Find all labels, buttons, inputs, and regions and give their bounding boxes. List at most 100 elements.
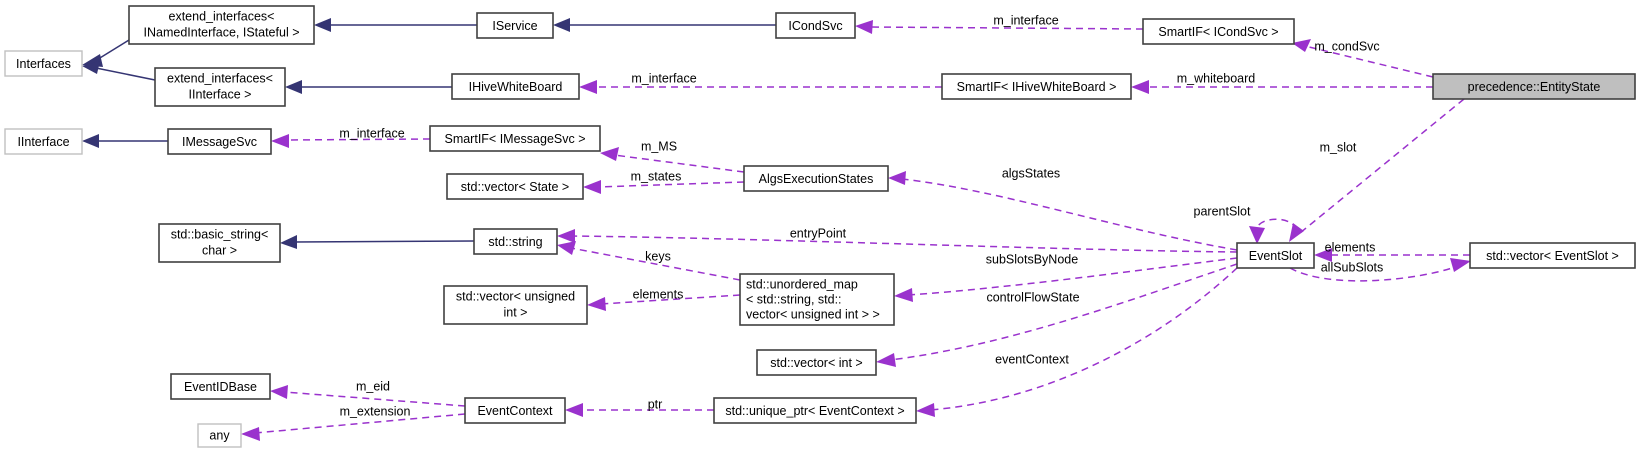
edge-extend-iface-to-interfaces	[82, 61, 156, 81]
edge-label-m-extension: m_extension	[340, 404, 411, 418]
node-smartif-imessagesvc[interactable]: SmartIF< IMessageSvc >	[429, 125, 601, 152]
node-vector-unsigned-int[interactable]: std::vector< unsigned int >	[443, 285, 588, 325]
edge-eventslot-to-unorderedmap	[894, 257, 1238, 302]
node-iservice[interactable]: IService	[476, 12, 554, 39]
node-vector-int[interactable]: std::vector< int >	[756, 349, 877, 376]
node-smartif-ihivewhiteboard[interactable]: SmartIF< IHiveWhiteBoard >	[941, 73, 1132, 100]
node-label-std-string: std::string	[488, 235, 542, 249]
edge-label-m-ms: m_MS	[641, 139, 677, 153]
node-iinterface[interactable]: IInterface	[4, 128, 83, 155]
edge-label-m-interface-hive: m_interface	[631, 71, 696, 85]
node-extend-interfaces-named[interactable]: extend_interfaces< INamedInterface, ISta…	[128, 5, 315, 45]
node-unique-ptr-eventcontext[interactable]: std::unique_ptr< EventContext >	[713, 397, 917, 424]
node-label-unique-ptr-eventcontext: std::unique_ptr< EventContext >	[725, 404, 904, 418]
edge-stdstring-to-basicstring	[280, 235, 475, 249]
node-label-unordered-map-line3: vector< unsigned int > >	[746, 307, 880, 321]
node-unordered-map[interactable]: std::unordered_map < std::string, std:: …	[739, 273, 895, 326]
edge-eventslot-to-uniqueptr-eventcontext	[916, 267, 1238, 417]
node-label-imessagesvc: IMessageSvc	[182, 135, 257, 149]
edge-vector-eventslot-to-eventslot	[1314, 248, 1470, 262]
node-eventidbase[interactable]: EventIDBase	[170, 373, 271, 400]
edge-label-m-interface-condsvc: m_interface	[993, 13, 1058, 27]
edge-label-m-condsvc: m_condSvc	[1314, 39, 1379, 53]
edge-algsexecutionstates-to-smartif-imessagesvc	[600, 147, 745, 173]
node-label-vector-state: std::vector< State >	[461, 180, 569, 194]
edge-uniqueptr-to-eventcontext	[565, 403, 714, 417]
node-label-eventidbase: EventIDBase	[184, 380, 257, 394]
edge-label-elements-eventslot: elements	[1325, 240, 1376, 254]
node-label-vector-uint-line1: std::vector< unsigned	[456, 289, 575, 303]
edge-labels: m_interface m_condSvc m_interface m_whit…	[339, 13, 1383, 418]
node-interfaces[interactable]: Interfaces	[4, 50, 83, 77]
edge-eventslot-self-parentslot	[1249, 218, 1297, 244]
node-label-smartif-imessagesvc: SmartIF< IMessageSvc >	[444, 132, 585, 146]
node-label-extend-iface-line2: IInterface >	[189, 87, 252, 101]
edge-entitystate-to-smartif-ihivewb	[1131, 80, 1433, 94]
node-label-iservice: IService	[492, 19, 537, 33]
edge-smartif-icondsvc-to-icondsvc	[855, 20, 1144, 34]
edge-icondsvc-to-iservice	[553, 18, 776, 32]
edge-ihivewhiteboard-to-extend-iface	[285, 80, 452, 94]
edge-unorderedmap-to-vector-uint	[587, 294, 741, 311]
edge-entitystate-to-smartif-icondsvc	[1292, 39, 1434, 78]
node-label-interfaces: Interfaces	[16, 57, 71, 71]
node-label-any: any	[209, 428, 230, 442]
node-label-basic-string-line2: char >	[202, 243, 237, 257]
node-label-precedence-entitystate: precedence::EntityState	[1468, 80, 1601, 94]
edge-label-parentslot: parentSlot	[1194, 204, 1252, 218]
node-label-unordered-map-line2: < std::string, std::	[746, 292, 842, 306]
edge-label-ptr: ptr	[648, 397, 663, 411]
edge-label-m-interface-msg: m_interface	[339, 126, 404, 140]
node-label-eventslot: EventSlot	[1249, 249, 1303, 263]
edge-label-eventcontext: eventContext	[995, 352, 1069, 366]
node-ihivewhiteboard[interactable]: IHiveWhiteBoard	[451, 73, 580, 100]
edge-label-m-states: m_states	[631, 169, 682, 183]
node-smartif-icondsvc[interactable]: SmartIF< ICondSvc >	[1142, 18, 1295, 45]
edge-label-keys: keys	[645, 249, 671, 263]
node-vector-state[interactable]: std::vector< State >	[446, 173, 584, 200]
edge-label-subslotsbynode: subSlotsByNode	[986, 252, 1078, 266]
node-label-iinterface: IInterface	[17, 135, 69, 149]
node-label-vector-eventslot: std::vector< EventSlot >	[1486, 249, 1619, 263]
node-basic-string[interactable]: std::basic_string< char >	[158, 223, 281, 263]
node-imessagesvc[interactable]: IMessageSvc	[167, 128, 272, 155]
node-label-basic-string-line1: std::basic_string<	[171, 227, 269, 241]
node-label-smartif-icondsvc: SmartIF< ICondSvc >	[1158, 25, 1278, 39]
inheritance-edges	[82, 18, 776, 249]
node-algsexecutionstates[interactable]: AlgsExecutionStates	[743, 165, 889, 192]
node-label-extend-named-line1: extend_interfaces<	[169, 9, 275, 23]
edge-unorderedmap-to-stdstring	[557, 241, 741, 281]
node-precedence-entitystate[interactable]: precedence::EntityState	[1432, 73, 1636, 100]
edge-smartif-ihivewb-to-ihivewhiteboard	[579, 80, 942, 94]
edge-label-m-eid: m_eid	[356, 379, 390, 393]
node-any[interactable]: any	[197, 423, 242, 448]
edge-eventslot-to-vector-int	[876, 263, 1238, 367]
edge-iservice-to-extend-named	[314, 18, 477, 32]
node-eventcontext[interactable]: EventContext	[464, 397, 566, 424]
node-label-vector-int: std::vector< int >	[770, 356, 862, 370]
node-eventslot[interactable]: EventSlot	[1236, 242, 1315, 269]
edge-entitystate-to-eventslot	[1289, 98, 1465, 242]
node-icondsvc[interactable]: ICondSvc	[775, 12, 856, 39]
edge-label-allsubslots: allSubSlots	[1321, 260, 1384, 274]
node-label-vector-uint-line2: int >	[504, 305, 528, 319]
node-label-eventcontext: EventContext	[477, 404, 553, 418]
node-label-unordered-map-line1: std::unordered_map	[746, 277, 858, 291]
node-label-extend-iface-line1: extend_interfaces<	[167, 71, 273, 85]
node-label-algsexecutionstates: AlgsExecutionStates	[759, 172, 874, 186]
edge-extend-named-to-interfaces	[82, 39, 130, 67]
usage-edges	[241, 20, 1471, 441]
node-label-smartif-ihivewhiteboard: SmartIF< IHiveWhiteBoard >	[957, 80, 1117, 94]
node-label-extend-named-line2: INamedInterface, IStateful >	[144, 25, 300, 39]
edge-eventslot-to-vector-eventslot	[1289, 258, 1471, 282]
edge-algsexecutionstates-to-vector-state	[583, 180, 745, 194]
edge-label-algsstates: algsStates	[1002, 166, 1060, 180]
edge-label-entrypoint: entryPoint	[790, 226, 847, 240]
node-vector-eventslot[interactable]: std::vector< EventSlot >	[1469, 242, 1636, 269]
node-extend-interfaces-iinterface[interactable]: extend_interfaces< IInterface >	[154, 67, 286, 107]
edge-eventcontext-to-any	[241, 413, 466, 441]
edge-eventslot-to-stdstring	[557, 229, 1238, 253]
node-std-string[interactable]: std::string	[473, 228, 558, 255]
